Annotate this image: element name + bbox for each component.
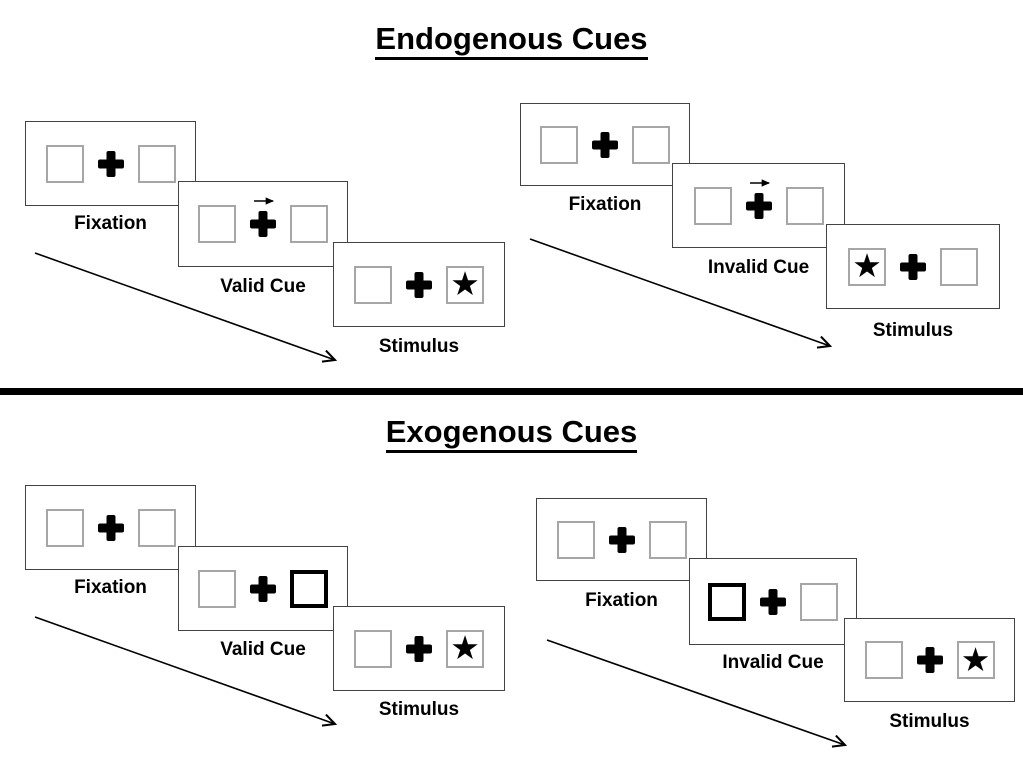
cue-arrow-right-icon [749,178,770,187]
invalid-cue-panel [689,558,857,645]
panel-label-invalid-cue: Invalid Cue [722,652,824,673]
fixation-panel [520,103,690,186]
fixation-cross-group [406,272,432,298]
left-placeholder-box [864,641,903,679]
left-placeholder-box [354,265,392,304]
fixation-panel [25,121,196,206]
panel-label-stimulus: Stimulus [378,699,460,720]
fixation-cross-icon [592,132,618,158]
stimulus-panel: ★ [826,224,1000,309]
fixation-cross-group [900,254,926,280]
right-placeholder-box [800,582,838,621]
valid-cue-panel [178,546,348,631]
panel-label-stimulus: Stimulus [378,336,460,357]
panel-label-valid-cue: Valid Cue [220,276,306,297]
right-placeholder-box [137,508,176,547]
fixation-cross-group [746,178,772,219]
fixation-cross-icon [406,636,432,662]
panel-label-valid-cue: Valid Cue [220,639,306,660]
panel-label-stimulus: Stimulus [889,711,970,732]
stimulus-panel: ★ [844,618,1015,702]
fixation-cross-icon [250,211,276,237]
left-placeholder-box [45,508,84,547]
left-placeholder-box [693,186,732,225]
fixation-cross-group [917,647,943,673]
right-placeholder-box [940,247,978,286]
section-divider [0,388,1023,395]
valid-cue-panel [178,181,348,267]
right-placeholder-box [785,186,824,225]
section-title-text: Exogenous Cues [385,414,638,453]
left-placeholder-box [198,569,236,608]
star-icon: ★ [450,264,480,303]
timeline-arrow [34,252,338,363]
right-placeholder-box [632,125,670,164]
target-box: ★ [446,628,484,668]
timeline-arrow [34,616,338,727]
fixation-cross-icon [917,647,943,673]
fixation-cross-icon [609,527,635,553]
bold-cue-box-left [708,582,746,621]
fixation-cross-icon [98,515,124,541]
stimulus-panel: ★ [333,242,505,327]
star-icon: ★ [852,246,882,285]
left-placeholder-box [354,629,392,668]
fixation-cross-group [98,515,124,541]
target-box: ★ [848,246,886,286]
fixation-cross-icon [98,151,124,177]
right-placeholder-box [290,205,328,243]
star-icon: ★ [960,639,991,679]
timeline-arrow [546,639,848,748]
section-title-exogenous: Exogenous Cues [0,414,1023,453]
panel-label-fixation: Fixation [74,213,147,234]
fixation-cross-group [760,589,786,615]
fixation-cross-group [98,151,124,177]
fixation-cross-icon [760,589,786,615]
left-placeholder-box [556,520,595,559]
left-placeholder-box [198,205,236,243]
fixation-cross-group [609,527,635,553]
bold-cue-box-right [290,569,328,608]
panel-label-fixation: Fixation [585,590,658,611]
star-icon: ★ [450,628,480,667]
fixation-panel [25,485,196,570]
fixation-cross-icon [250,576,276,602]
fixation-cross-icon [900,254,926,280]
timeline-arrow [529,238,833,349]
fixation-cross-group [592,132,618,158]
target-box: ★ [956,639,995,679]
right-placeholder-box [648,520,687,559]
panel-label-fixation: Fixation [74,577,147,598]
left-placeholder-box [45,144,84,183]
fixation-panel [536,498,707,581]
fixation-cross-icon [406,272,432,298]
invalid-cue-panel [672,163,845,248]
fixation-cross-group [250,197,276,237]
cue-arrow-right-icon [254,197,275,205]
section-title-endogenous: Endogenous Cues [0,21,1023,60]
panel-label-fixation: Fixation [568,194,642,215]
panel-label-stimulus: Stimulus [872,320,954,341]
panel-label-invalid-cue: Invalid Cue [707,257,810,278]
left-placeholder-box [540,125,578,164]
fixation-cross-group [250,576,276,602]
fixation-cross-group [406,636,432,662]
stimulus-panel: ★ [333,606,505,691]
section-title-text: Endogenous Cues [375,21,648,60]
target-box: ★ [446,264,484,304]
fixation-cross-icon [746,193,772,219]
right-placeholder-box [137,144,176,183]
